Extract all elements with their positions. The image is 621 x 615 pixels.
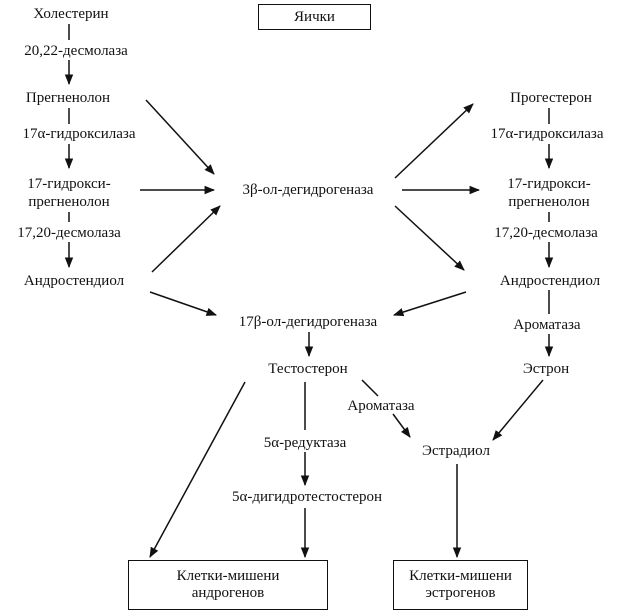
androgen-target-cells-box: Клетки-мишени андрогенов — [128, 560, 328, 610]
enzyme-17b-dehydrogenase: 17β-ол-дегидрогеназа — [238, 314, 378, 330]
node-estrone: Эстрон — [522, 361, 570, 377]
enzyme-desmolase-2022: 20,22-десмолаза — [24, 43, 128, 59]
arrow-testosterone-to-androgen-cells — [149, 381, 246, 558]
node-cholesterol: Холестерин — [33, 6, 109, 22]
node-hydroxypregnenolone-line1: 17-гидрокси- — [27, 176, 111, 192]
node-androstenediol-left: Андростендиол — [23, 273, 125, 289]
enzyme-desmolase-1720-left: 17,20-десмолаза — [17, 225, 121, 241]
enzyme-3b-dehydrogenase: 3β-ол-дегидрогеназа — [242, 182, 374, 198]
node-pregnenolone: Прегненолон — [25, 90, 111, 106]
enzyme-aromatase-center: Ароматаза — [347, 398, 415, 414]
node-hydroxyprogesterone-line1: 17-гидрокси- — [507, 176, 591, 192]
enzyme-hydroxylase-right: 17α-гидроксилаза — [490, 126, 604, 142]
node-androstenediol-right: Андростендиол — [499, 273, 601, 289]
estrogen-target-line1: Клетки-мишени — [409, 568, 512, 584]
arrow-3b-to-androstenediol-right — [394, 205, 465, 271]
estrogen-target-line2: эстрогенов — [425, 585, 496, 601]
node-testosterone: Тестостерон — [268, 361, 348, 377]
enzyme-5a-reductase: 5α-редуктаза — [263, 435, 347, 451]
arrow-androstenediol-to-3b — [151, 205, 221, 273]
enzyme-desmolase-1720-right: 17,20-десмолаза — [494, 225, 598, 241]
arrow-aromatase-to-estradiol — [392, 413, 411, 438]
androgen-target-line1: Клетки-мишени — [176, 568, 280, 584]
enzyme-hydroxylase-left: 17α-гидроксилаза — [22, 126, 136, 142]
title-box: Яички — [258, 4, 371, 30]
node-dihydrotestosterone: 5α-дигидротестостерон — [232, 489, 382, 505]
node-estradiol: Эстрадиол — [422, 443, 490, 459]
node-hydroxypregnenolone-line2: прегненолон — [28, 194, 110, 210]
arrow-androstenediol-left-to-17b — [149, 291, 217, 316]
title-box-label: Яички — [294, 8, 335, 25]
arrow-3b-to-progesterone — [394, 103, 474, 179]
node-progesterone: Прогестерон — [510, 90, 592, 106]
arrow-estrone-to-estradiol — [492, 379, 544, 441]
enzyme-aromatase-right: Ароматаза — [513, 317, 581, 333]
estrogen-target-cells-box: Клетки-мишени эстрогенов — [393, 560, 528, 610]
arrow-pregnenolone-to-3b — [145, 99, 215, 175]
node-hydroxyprogesterone-line2: прегненолон — [508, 194, 590, 210]
androgen-target-line2: андрогенов — [191, 585, 265, 601]
arrow-testosterone-to-aromatase — [361, 379, 379, 397]
arrow-androstenediol-right-to-17b — [392, 291, 467, 317]
